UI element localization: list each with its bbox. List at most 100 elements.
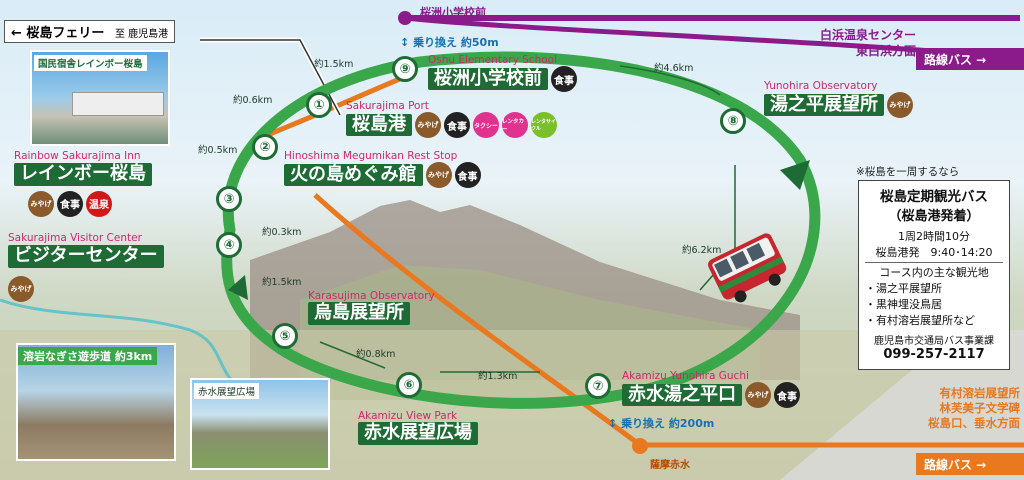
taxi-icon: タクシー [473,112,499,138]
stop-6-english: Akamizu View Park [358,410,458,422]
bottom-bus-destinations: 有村溶岩展望所 林芙美子文学碑 桜島口、垂水方面 [880,386,1020,431]
transfer-arrow-icon: ↕ [608,417,618,430]
top-bus-stop: 桜洲小学校前 [420,6,486,19]
distance-label: 約0.3km [262,227,302,238]
stop-1-english: Sakurajima Port [346,100,429,112]
meal-icon: 食事 [444,112,470,138]
stop-2-name: 火の島めぐみ館 [284,163,423,187]
ferry-destination: 至 鹿児島港 [114,29,169,40]
bottom-bus-dest-line: 有村溶岩展望所 [939,386,1021,400]
transfer-note-top: ↕ 乗り換え 約50m [400,34,499,50]
stop-6-name: 赤水展望広場 [358,422,478,445]
right-bus-dest-line2: 東白浜方面 [855,43,916,58]
bottom-bus-dest-line: 桜島口、垂水方面 [928,415,1020,430]
photo-nagisa-caption: 溶岩なぎさ遊歩道 約3km [18,347,158,365]
stop-marker-7[interactable]: ⑦ [585,373,611,399]
stop-marker-4[interactable]: ④ [216,232,242,258]
souvenir-icon: みやげ [415,112,441,138]
route-loop [221,51,821,409]
stop-9[interactable]: Oshu Elementary School 桜洲小学校前 食事 [428,54,577,92]
distance-label: 約0.5km [198,145,238,156]
stop-1-name: 桜島港 [346,113,412,137]
stop-7[interactable]: Akamizu Yunohira Guchi 赤水湯之平口 みやげ 食事 [622,370,800,408]
stop-5-name: 烏島展望所 [308,302,410,325]
stop-8-name: 湯之平展望所 [764,93,884,117]
meal-icon: 食事 [454,162,481,188]
right-bus-dest-line1: 白浜温泉センター [819,28,916,42]
photo-rainbow-inn: 国民宿舎レインボー桜島 [30,50,170,146]
stop-marker-6[interactable]: ⑥ [396,372,422,398]
right-bus-label: 路線バス → [924,53,987,67]
info-departure: 桜島港発 9:40･14:20 [875,246,993,259]
info-title: 桜島定期観光バス [880,189,988,205]
photo-akamizu-view-park: 赤水展望広場 [190,378,330,470]
distance-label: 約6.2km [682,245,722,256]
transfer-text: 乗り換え 約200m [621,417,715,430]
photo-lava-nagisa-trail: 溶岩なぎさ遊歩道 約3km [16,343,176,461]
stop-1[interactable]: Sakurajima Port 桜島港 みやげ 食事 タクシー レンタカー レン… [346,100,557,138]
bottom-bus-stop: 薩摩赤水 [650,460,690,471]
stop-5[interactable]: Karasujima Observatory 烏島展望所 [308,290,435,325]
bus-illustration [708,233,787,303]
meal-icon: 食事 [57,190,83,217]
direction-arrow-right [780,160,810,190]
info-spot: ・湯之平展望所 [865,282,942,295]
stop-2[interactable]: Hinoshima Megumikan Rest Stop 火の島めぐみ館 みや… [284,150,481,188]
stop-4[interactable]: Sakurajima Visitor Center ビジターセンター みやげ [8,232,164,302]
souvenir-icon: みやげ [887,92,913,118]
stop-4-name: ビジターセンター [8,245,164,268]
info-course-heading: コース内の主な観光地 [865,262,1003,280]
ferry-title: ← 桜島フェリー [11,26,105,41]
souvenir-icon: みやげ [8,275,34,302]
distance-label: 約4.6km [654,63,694,74]
hot-spring-icon: 温泉 [86,190,112,217]
stop-9-english: Oshu Elementary School [428,54,558,66]
stop-2-english: Hinoshima Megumikan Rest Stop [284,150,458,162]
stop-5-english: Karasujima Observatory [308,290,435,302]
distance-label: 約1.5km [262,277,302,288]
souvenir-icon: みやげ [425,162,452,188]
stop-marker-1[interactable]: ① [306,92,332,118]
distance-label: 約1.3km [478,371,518,382]
stop-3-english: Rainbow Sakurajima Inn [14,150,141,162]
ferry-label: ← 桜島フェリー 至 鹿児島港 [4,20,176,43]
transfer-note-bottom: ↕ 乗り換え 約200m [608,415,714,431]
souvenir-icon: みやげ [745,382,771,408]
transfer-arrow-icon: ↕ [400,36,410,49]
stop-7-english: Akamizu Yunohira Guchi [622,370,749,382]
bottom-bus-dest-line: 林芙美子文学碑 [939,400,1021,415]
stop-4-english: Sakurajima Visitor Center [8,232,142,244]
stop-marker-3[interactable]: ③ [216,186,242,212]
stop-marker-2[interactable]: ② [252,134,278,160]
info-subtitle: （桜島港発着） [888,209,980,224]
stop-7-name: 赤水湯之平口 [622,383,742,407]
info-organization: 鹿児島市交通局バス事業課 [874,336,994,347]
stop-8[interactable]: Yunohira Observatory 湯之平展望所 みやげ [764,80,913,118]
stop-3[interactable]: Rainbow Sakurajima Inn レインボー桜島 みやげ 食事 温泉 [14,150,152,217]
stop-3-name: レインボー桜島 [14,163,152,186]
info-note: ※桜島を一周するなら [856,166,960,178]
stop-9-name: 桜洲小学校前 [428,67,548,91]
rental-cycle-icon: レンタサイクル [531,112,557,138]
distance-label: 約0.8km [356,349,396,360]
info-phone: 099-257-2117 [883,347,985,362]
info-duration: 1周2時間10分 [898,230,970,243]
meal-icon: 食事 [774,382,800,408]
bottom-bus-label: 路線バス → [924,458,987,472]
info-spot: ・黒神埋没鳥居 [865,298,942,311]
rental-car-icon: レンタカー [502,112,528,138]
direction-arrow-left [228,275,248,300]
photo-akamizu-caption: 赤水展望広場 [194,383,260,399]
stop-marker-5[interactable]: ⑤ [272,323,298,349]
stop-marker-9[interactable]: ⑨ [392,56,418,82]
sightseeing-bus-info: 桜島定期観光バス （桜島港発着） 1周2時間10分 桜島港発 9:40･14:2… [858,180,1010,370]
stop-8-english: Yunohira Observatory [764,80,878,92]
stop-marker-8[interactable]: ⑧ [720,108,746,134]
distance-label: 約1.5km [314,59,354,70]
info-spot: ・有村溶岩展望所など [865,314,975,327]
transfer-text: 乗り換え 約50m [413,36,499,49]
stop-6[interactable]: Akamizu View Park 赤水展望広場 [358,410,478,445]
souvenir-icon: みやげ [28,190,54,217]
photo-rainbow-inn-caption: 国民宿舎レインボー桜島 [34,55,147,71]
